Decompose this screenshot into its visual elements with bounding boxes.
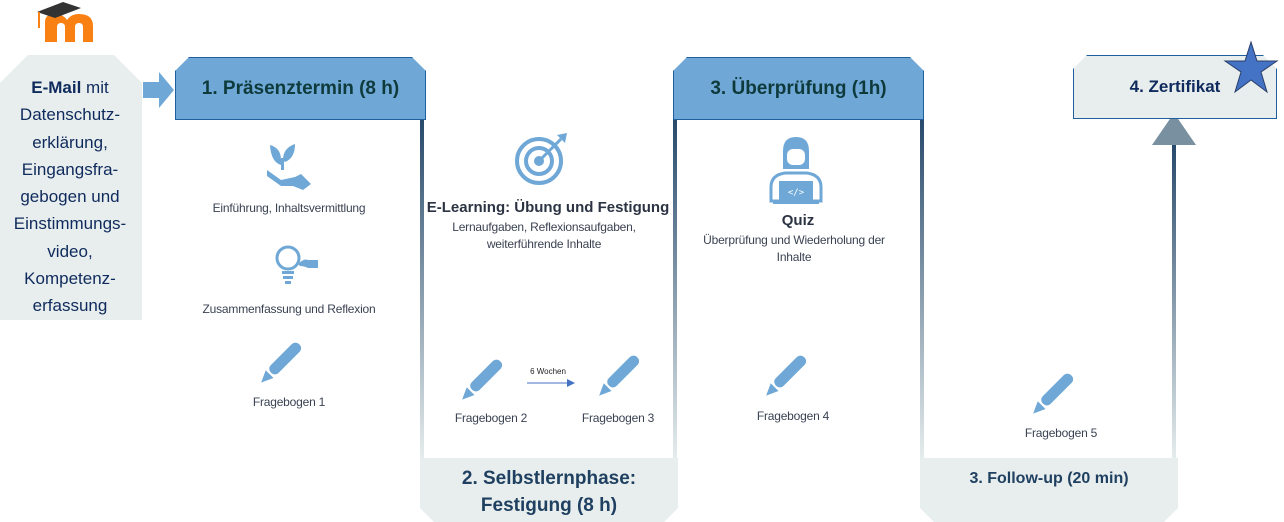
phase2-desc-1: Lernaufgaben, Reflexionsaufgaben, — [452, 220, 636, 234]
arrow-up-icon — [1152, 113, 1196, 145]
arrow-right-icon — [143, 72, 174, 108]
pencil-icon — [462, 359, 503, 400]
intro-panel — [0, 55, 142, 320]
phase1-item1: Einführung, Inhaltsvermittlung — [212, 201, 366, 215]
phase3-desc-1: Überprüfung und Wiederholung der — [703, 233, 885, 247]
divider-line — [673, 118, 677, 460]
interval-label: 6 Wochen — [530, 367, 566, 376]
graduation-cap-icon — [37, 2, 93, 42]
intro-email: E-Mail — [31, 78, 82, 97]
phase3-header: 3. Überprüfung (1h) — [673, 57, 924, 120]
svg-text:</>: </> — [788, 188, 805, 198]
pencil-icon — [1033, 373, 1074, 414]
divider-line — [920, 118, 924, 460]
phase1-item2: Zusammenfassung und Reflexion — [202, 302, 376, 316]
lightbulb-icon — [275, 245, 318, 284]
arrow-right-icon — [527, 379, 575, 387]
pencil-icon — [261, 342, 302, 383]
questionnaire-5: Fragebogen 5 — [1024, 426, 1098, 440]
star-icon — [1223, 40, 1279, 94]
questionnaire-2: Fragebogen 2 — [454, 411, 528, 425]
plant-hand-icon — [267, 144, 311, 190]
phase2-title-panel: 2. Selbstlernphase: Festigung (8 h) — [420, 458, 678, 522]
questionnaire-1: Fragebogen 1 — [252, 395, 326, 409]
pencil-icon — [599, 355, 640, 396]
target-icon — [515, 133, 567, 185]
certificate-header: 4. Zertifikat — [1073, 55, 1277, 119]
phase2-desc-2: weiterführende Inhalte — [486, 237, 602, 251]
divider-line — [1172, 143, 1176, 460]
phase3-desc-2: Inhalte — [776, 250, 812, 264]
questionnaire-4: Fragebogen 4 — [756, 409, 830, 423]
moodle-logo — [35, 0, 99, 44]
phase2-heading: E-Learning: Übung und Festigung — [426, 199, 670, 216]
questionnaire-3: Fragebogen 3 — [581, 411, 655, 425]
divider-line — [420, 118, 424, 460]
phase1-header: 1. Präsenztermin (8 h) — [175, 57, 426, 120]
person-laptop-icon: </> — [769, 137, 823, 204]
followup-title-panel: 3. Follow-up (20 min) — [920, 458, 1178, 522]
phase3-heading: Quiz — [781, 212, 815, 229]
intro-text: E-Mail mit Datenschutz- erklärung, Einga… — [13, 78, 127, 316]
pencil-icon — [766, 355, 807, 396]
